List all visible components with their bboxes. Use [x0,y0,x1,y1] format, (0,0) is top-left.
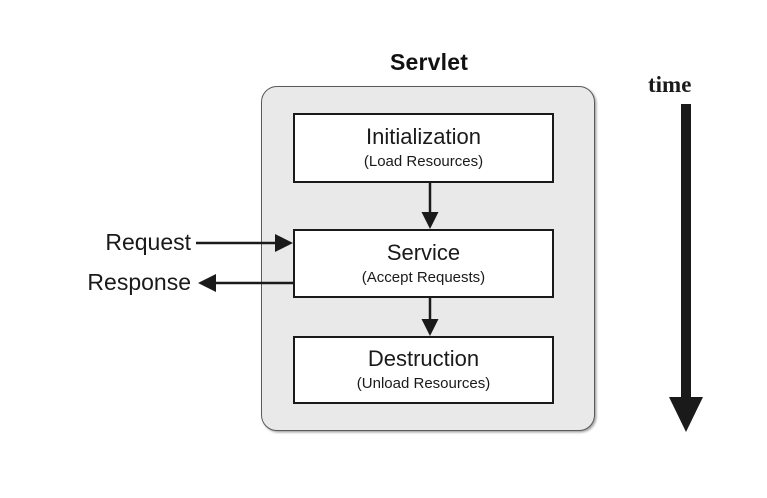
time-axis-arrow [669,104,703,432]
label-request: Request [105,229,191,255]
phase-box-service: Service (Accept Requests) [293,229,554,298]
page-title: Servlet [389,49,469,75]
phase-box-initialization: Initialization (Load Resources) [293,113,554,183]
label-response: Response [87,269,191,295]
phase-title-service: Service [386,239,461,265]
phase-title-destruction: Destruction [367,346,480,371]
phase-title-initialization: Initialization [366,124,481,149]
phase-subtitle-initialization: (Load Resources) [363,153,484,170]
time-axis-label: time [648,72,692,97]
phase-box-destruction: Destruction (Unload Resources) [293,336,554,404]
phase-subtitle-destruction: (Unload Resources) [356,375,491,392]
phase-subtitle-service: (Accept Requests) [361,268,486,286]
